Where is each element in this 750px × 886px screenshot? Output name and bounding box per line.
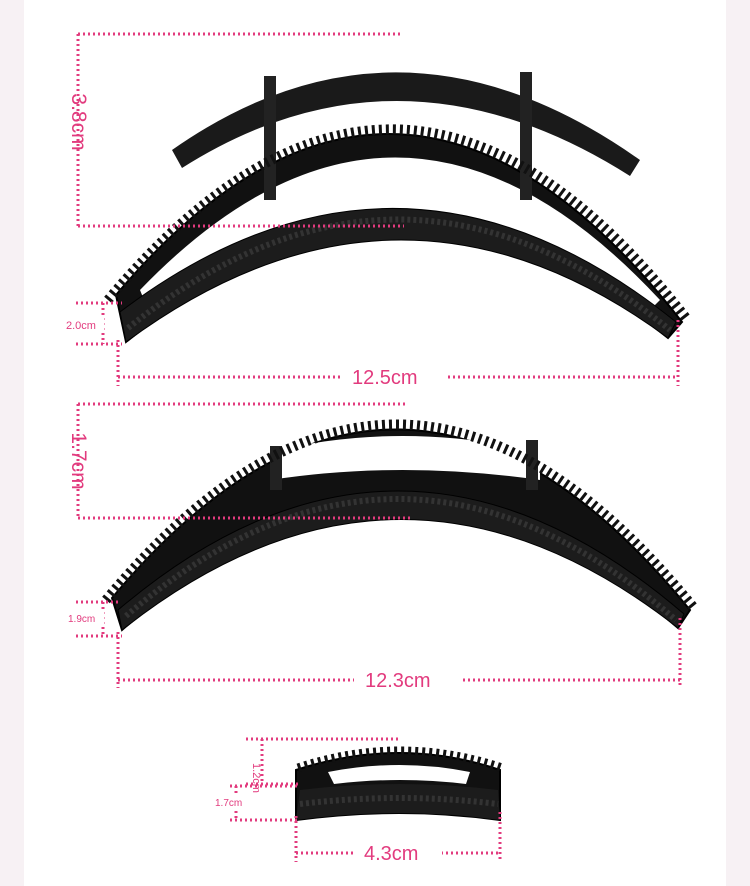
large-pad-front-strip	[119, 208, 677, 343]
large-pad-outer-teeth	[104, 124, 690, 322]
medium-hair-pad	[102, 419, 698, 632]
medium-pad-opening	[270, 436, 540, 480]
small-pad-front-teeth	[299, 795, 499, 807]
small-pad-opening	[328, 765, 470, 784]
large-pad-dimensions: 3.8cm 2.0cm 12.5cm	[64, 32, 680, 390]
medium-end-label: 1.9cm	[68, 614, 95, 625]
medium-pad-front-strip	[117, 490, 685, 631]
large-height-label: 3.8cm	[67, 93, 90, 150]
small-hair-pad	[295, 746, 504, 822]
small-pad-dimensions: 1.2cm 1.7cm 4.3cm	[214, 737, 502, 866]
medium-pad-strut-right	[526, 440, 538, 490]
small-end-label: 1.7cm	[215, 798, 242, 809]
small-pad-front-strip	[296, 784, 500, 820]
medium-height-label: 1.7cm	[67, 432, 90, 489]
small-height-label: 1.2cm	[250, 763, 262, 793]
large-hair-pad	[104, 72, 690, 344]
medium-pad-outer-teeth	[102, 419, 698, 612]
large-end-label: 2.0cm	[66, 320, 96, 332]
large-width-label: 12.5cm	[352, 367, 418, 389]
medium-width-label: 12.3cm	[365, 670, 431, 692]
large-pad-inner-teeth	[126, 216, 672, 333]
large-pad-strut-right	[520, 72, 532, 200]
small-width-label: 4.3cm	[364, 843, 418, 865]
medium-pad-dimensions: 1.7cm 1.9cm 12.3cm	[66, 402, 682, 693]
large-pad-strut-left	[264, 76, 276, 200]
